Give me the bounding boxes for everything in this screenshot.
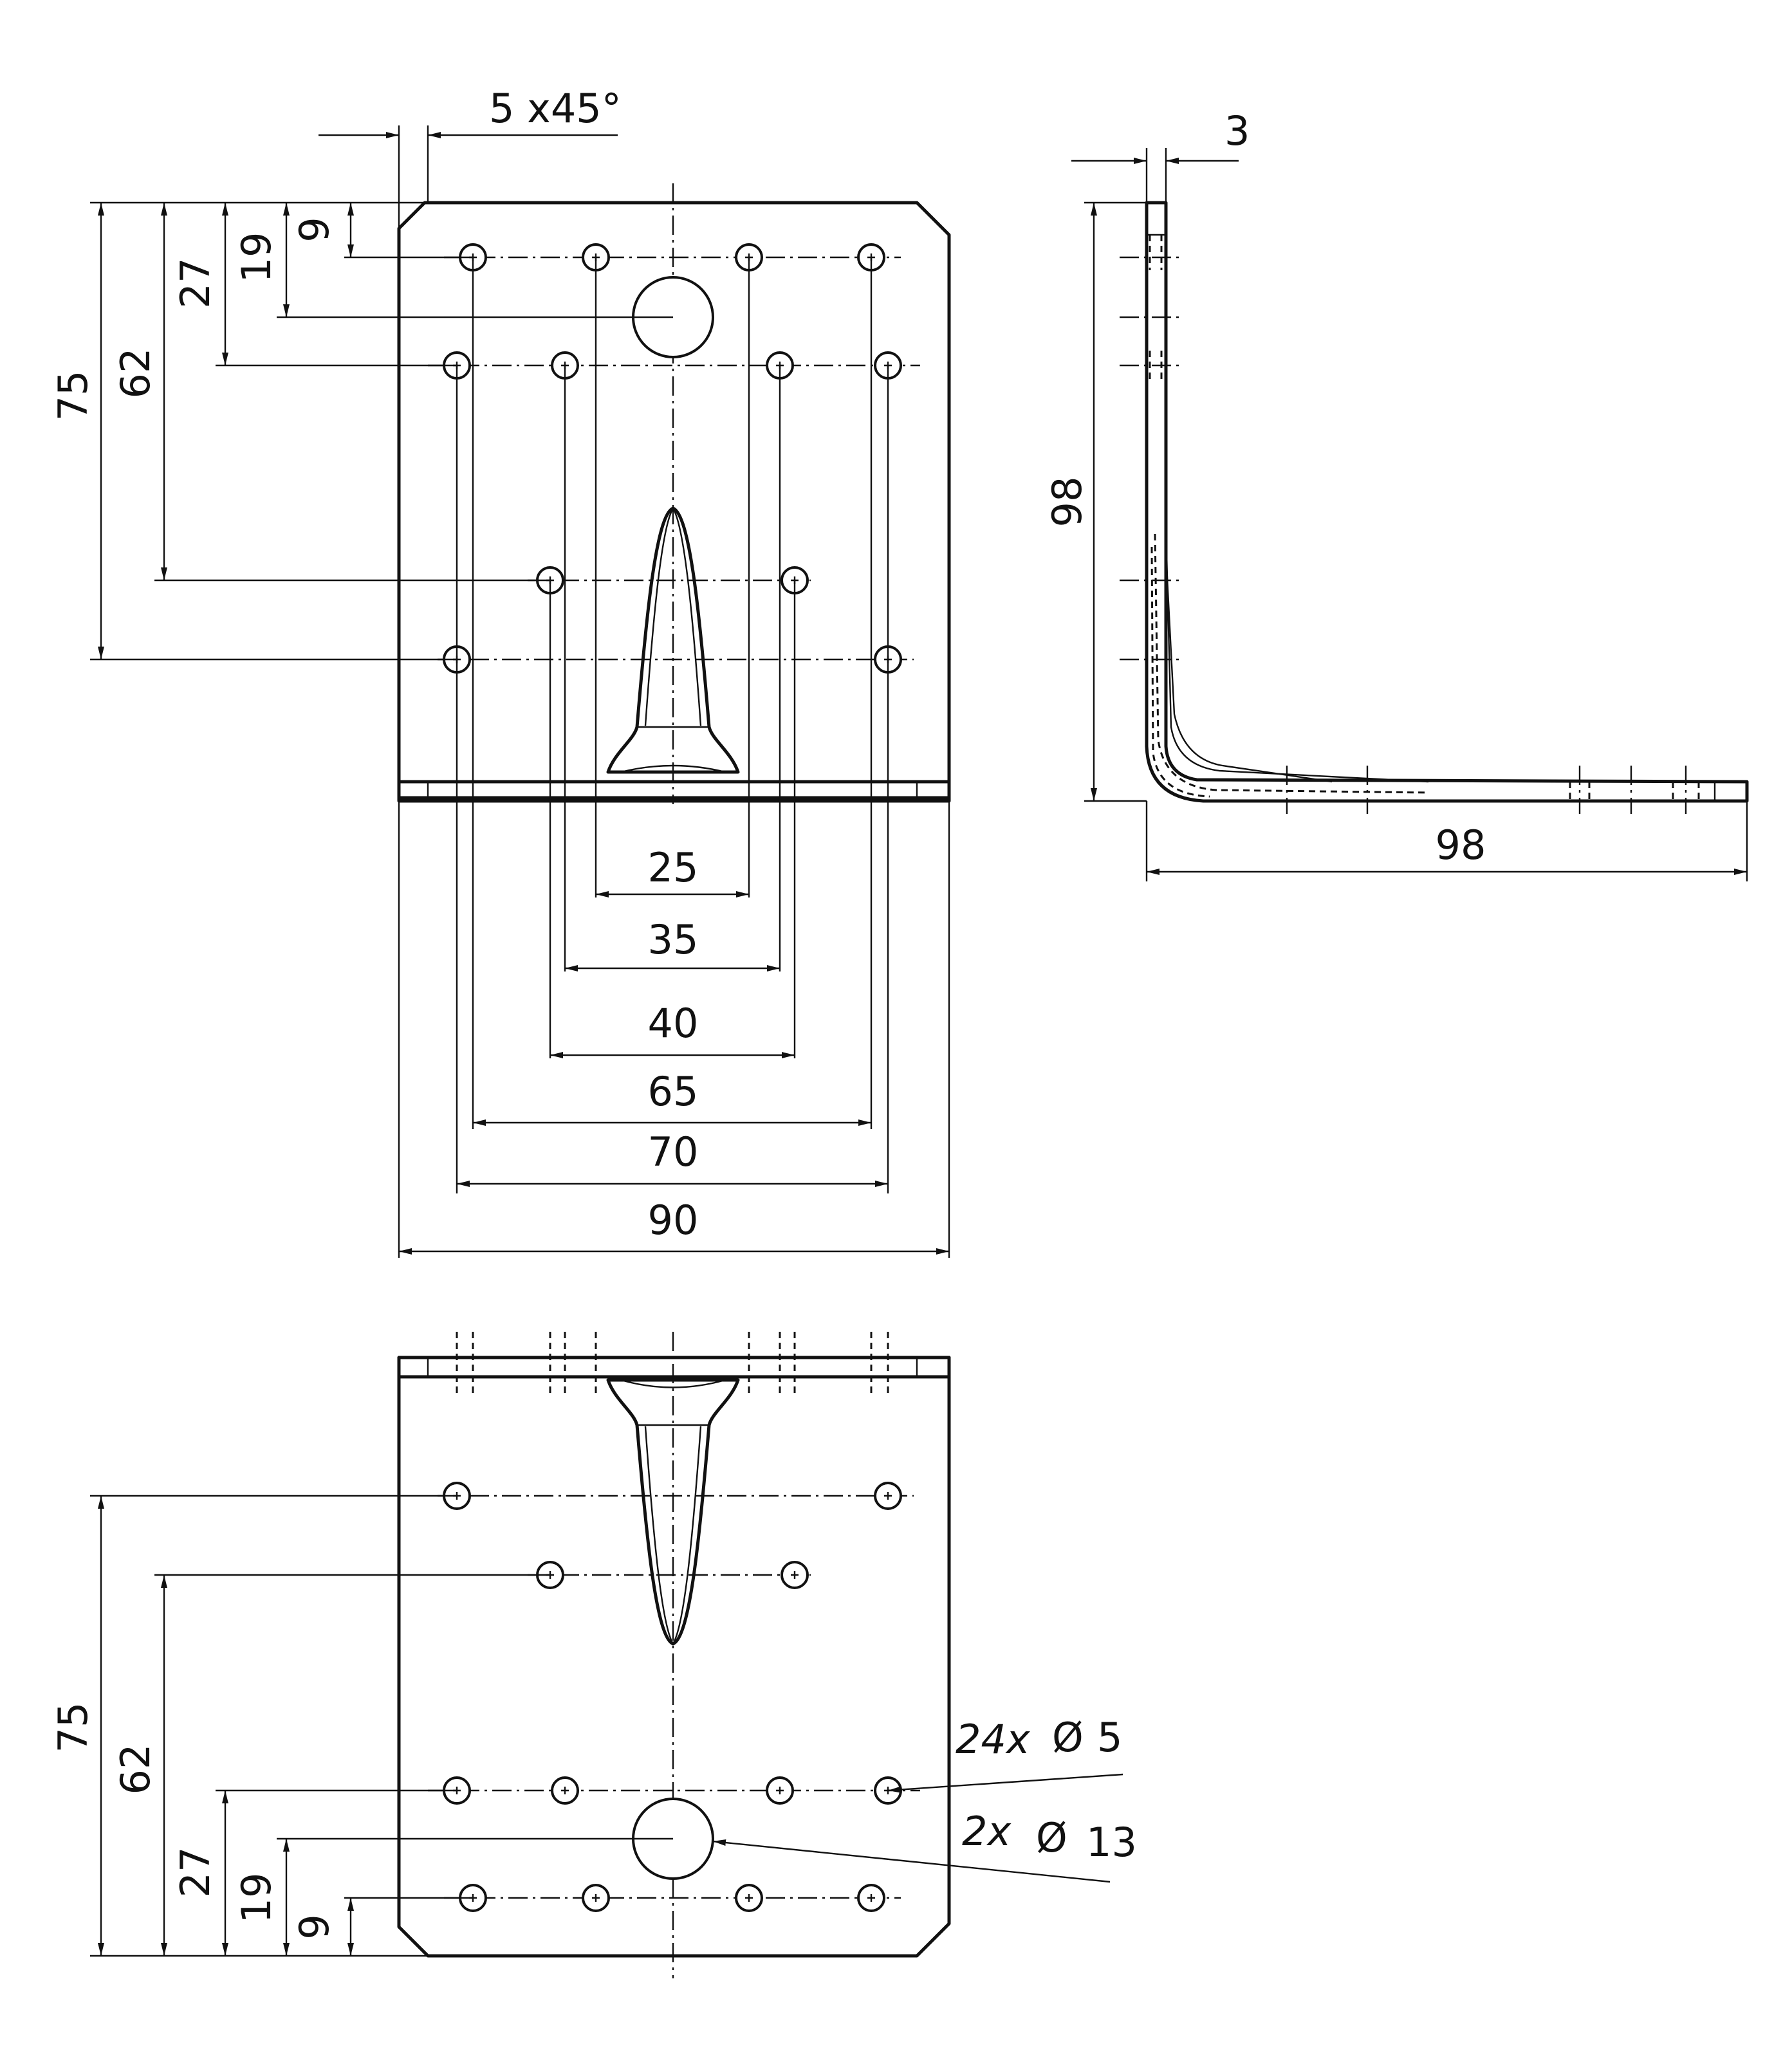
side-rib-outline bbox=[1165, 527, 1429, 783]
side-view: 3 98 98 bbox=[1044, 107, 1749, 881]
dim-9: 9 bbox=[291, 217, 338, 242]
dim-19: 19 bbox=[233, 232, 280, 283]
small-hole-center-mark bbox=[776, 1787, 784, 1794]
bottom-rib-base-curve bbox=[620, 1379, 726, 1388]
bottom-dim-62: 62 bbox=[112, 1744, 159, 1795]
chamfer-dimension bbox=[319, 125, 618, 228]
small-hole-center-mark bbox=[745, 1894, 753, 1902]
bottom-dim-19: 19 bbox=[233, 1873, 280, 1924]
dim-width: 98 bbox=[1436, 822, 1486, 869]
front-vertical-dims bbox=[90, 201, 673, 661]
dim-75: 75 bbox=[50, 371, 97, 421]
small-hole-center-mark bbox=[867, 1894, 875, 1902]
dim-40: 40 bbox=[648, 1000, 699, 1047]
chamfer-label: 5 x45° bbox=[489, 85, 622, 132]
bottom-small-holes bbox=[443, 1482, 902, 1912]
side-hole-lines-bottom bbox=[1286, 766, 1716, 814]
small-hole-center-mark bbox=[791, 1571, 799, 1579]
front-horizontal-dims bbox=[399, 891, 949, 1255]
thickness-dimension bbox=[1071, 148, 1239, 203]
bottom-rib-inner-right bbox=[672, 1426, 702, 1644]
bottom-bend-strip bbox=[397, 1356, 951, 1379]
callout-large-count: 2x bbox=[962, 1808, 1011, 1855]
bottom-dim-27: 27 bbox=[172, 1847, 219, 1898]
side-rib-hidden bbox=[1154, 533, 1429, 794]
bottom-rib-inner-left bbox=[644, 1426, 674, 1644]
bottom-view: 9 19 27 62 75 24x Ø 5 2x Ø 13 bbox=[50, 1332, 1137, 1978]
dim-90: 90 bbox=[648, 1197, 699, 1244]
dim-thickness: 3 bbox=[1224, 107, 1250, 154]
side-width-dimension bbox=[1145, 801, 1748, 881]
hole-callout-leaders bbox=[712, 1773, 1123, 1883]
dim-65: 65 bbox=[648, 1068, 699, 1115]
callout-large-size: 13 bbox=[1086, 1819, 1137, 1866]
callout-small-symbol: Ø bbox=[1052, 1714, 1084, 1761]
callout-small-count: 24x bbox=[956, 1716, 1031, 1763]
side-height-dimension bbox=[1084, 201, 1147, 802]
front-rib-base-curve bbox=[620, 764, 726, 773]
front-rib-inner-right bbox=[672, 508, 702, 726]
front-hole-extensions bbox=[398, 257, 950, 1258]
callout-large-symbol: Ø bbox=[1036, 1814, 1067, 1861]
front-rib-inner-left bbox=[644, 508, 674, 726]
callout-small-size: 5 bbox=[1097, 1714, 1122, 1761]
bottom-dim-9: 9 bbox=[291, 1914, 338, 1939]
front-rib bbox=[606, 506, 740, 774]
side-profile bbox=[1145, 201, 1749, 803]
bottom-vertical-dims bbox=[90, 1495, 673, 1957]
side-rib-outline-2 bbox=[1165, 553, 1333, 783]
front-bend-strip bbox=[397, 780, 951, 803]
bottom-dim-75: 75 bbox=[50, 1702, 97, 1753]
side-hole-lines bbox=[1120, 234, 1184, 661]
side-rib-hidden-2 bbox=[1150, 546, 1210, 798]
dim-height: 98 bbox=[1044, 477, 1091, 528]
small-hole-center-mark bbox=[884, 1492, 892, 1500]
dim-25: 25 bbox=[648, 844, 699, 891]
small-hole-center-mark bbox=[561, 1787, 569, 1794]
dim-70: 70 bbox=[648, 1128, 699, 1175]
front-view: 25 35 40 65 70 90 5 x45° 9 19 bbox=[50, 85, 951, 1258]
dim-27: 27 bbox=[172, 258, 219, 309]
small-hole-center-mark bbox=[592, 1894, 600, 1902]
dim-62: 62 bbox=[112, 348, 159, 399]
dim-35: 35 bbox=[648, 916, 699, 963]
